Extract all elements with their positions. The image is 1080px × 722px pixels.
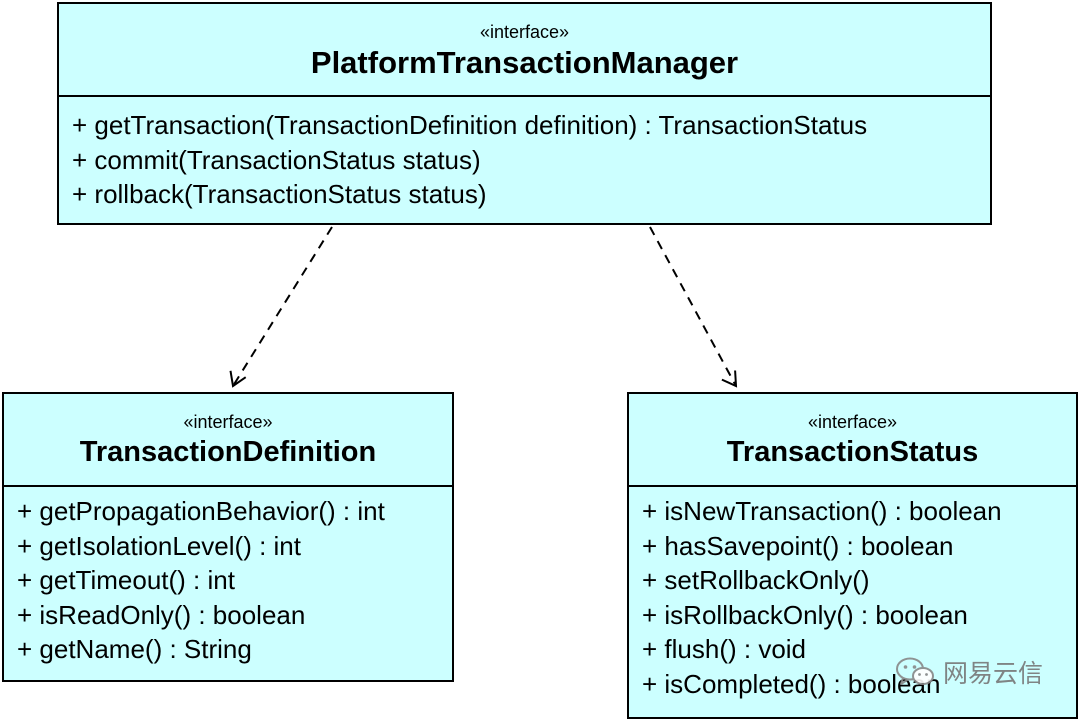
watermark: 网易云信: [895, 654, 1043, 690]
interface-box-transaction-definition: «interface» TransactionDefinition + getP…: [2, 392, 454, 682]
interface-name: TransactionStatus: [726, 436, 979, 468]
method-is-completed: + isCompleted() : boolean: [642, 668, 941, 699]
interface-header: «interface» TransactionDefinition: [4, 394, 452, 487]
stereotype-label: «interface»: [183, 412, 273, 432]
method-set-rollback-only: + setRollbackOnly(): [642, 565, 870, 595]
interface-header: «interface» PlatformTransactionManager: [59, 4, 990, 97]
method-list: + getTransaction(TransactionDefinition d…: [59, 97, 990, 212]
method-flush: + flush() : void: [642, 634, 807, 664]
wechat-icon: [896, 657, 934, 685]
interface-name: TransactionDefinition: [79, 436, 377, 468]
interface-box-transaction-status: «interface» TransactionStatus + isNewTra…: [627, 392, 1078, 719]
method-get-name: + getName() : String: [17, 634, 252, 664]
dependency-arrow-transaction-definition: [229, 226, 333, 388]
method-get-propagation-behavior: + getPropagationBehavior() : int: [17, 496, 385, 526]
method-get-isolation-level: + getIsolationLevel() : int: [17, 530, 301, 561]
stereotype-label: «interface»: [807, 412, 898, 432]
stereotype-label: «interface»: [479, 22, 570, 42]
watermark-text: 网易云信: [943, 660, 1044, 688]
interface-name: PlatformTransactionManager: [310, 45, 739, 80]
method-rollback: + rollback(TransactionStatus status): [72, 179, 487, 209]
interface-header: «interface» TransactionStatus: [629, 394, 1076, 487]
method-is-new-transaction: + isNewTransaction() : boolean: [642, 496, 1002, 526]
dependency-arrow-transaction-status: [649, 226, 738, 388]
method-list: + getPropagationBehavior() : int + getIs…: [4, 487, 452, 667]
interface-box-platform-transaction-manager: «interface» PlatformTransactionManager +…: [57, 2, 992, 225]
method-list: + isNewTransaction() : boolean + hasSave…: [629, 487, 1076, 701]
method-get-timeout: + getTimeout() : int: [17, 565, 235, 595]
method-commit: + commit(TransactionStatus status): [72, 144, 481, 175]
method-is-rollback-only: + isRollbackOnly() : boolean: [642, 599, 968, 630]
method-has-savepoint: + hasSavepoint() : boolean: [642, 530, 954, 561]
method-get-transaction: + getTransaction(TransactionDefinition d…: [72, 110, 868, 140]
method-is-read-only: + isReadOnly() : boolean: [17, 599, 306, 630]
